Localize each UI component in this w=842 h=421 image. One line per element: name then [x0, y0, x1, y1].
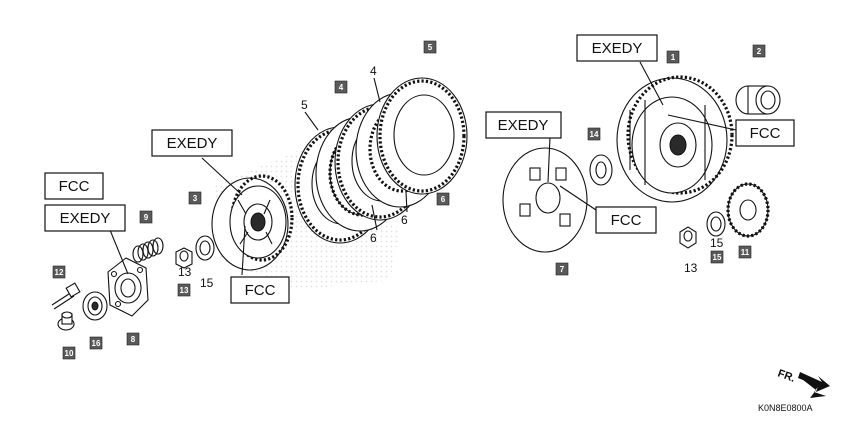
ref-square-13: 13 [177, 283, 191, 297]
svg-text:13: 13 [180, 286, 189, 295]
ref-square-7: 7 [555, 262, 569, 276]
ref-number-6b: 6 [401, 213, 408, 227]
svg-text:16: 16 [92, 339, 101, 348]
svg-text:4: 4 [339, 83, 344, 92]
ref-square-10: 10 [62, 346, 76, 360]
ref-number-15-right: 15 [710, 236, 724, 250]
washer-part-right [706, 211, 726, 237]
ref-square-1: 1 [666, 50, 680, 64]
callout-exedy-top: EXEDY [576, 34, 658, 62]
direction-arrow-icon: FR. [776, 368, 830, 398]
svg-text:FCC: FCC [59, 178, 90, 195]
ref-square-5: 5 [423, 40, 437, 54]
lock-nut-part-right [679, 226, 697, 249]
clutch-center-part [211, 174, 294, 271]
svg-text:5: 5 [428, 43, 433, 52]
ref-number-15-left: 15 [200, 276, 214, 290]
washer-part [195, 235, 215, 261]
callout-fcc-left-top: FCC [44, 172, 104, 200]
bearing-part [82, 291, 108, 321]
ref-square-12: 12 [52, 265, 66, 279]
lifter-plate-part [107, 257, 149, 317]
svg-text:EXEDY: EXEDY [167, 135, 218, 152]
callout-fcc-right: FCC [735, 119, 795, 147]
svg-text:EXEDY: EXEDY [592, 40, 643, 57]
lock-nut-part [175, 247, 193, 269]
ref-square-9: 9 [139, 210, 153, 224]
ref-number-4: 4 [370, 64, 377, 78]
ref-square-6: 6 [436, 192, 450, 206]
svg-text:8: 8 [131, 335, 136, 344]
svg-text:EXEDY: EXEDY [498, 117, 549, 134]
ref-square-8: 8 [126, 332, 140, 346]
svg-text:9: 9 [144, 213, 149, 222]
bushing-part [735, 85, 781, 115]
ref-number-5: 5 [301, 98, 308, 112]
ref-square-3: 3 [188, 191, 202, 205]
ref-number-6a: 6 [370, 231, 377, 245]
svg-text:EXEDY: EXEDY [60, 210, 111, 227]
friction-disc-5b [376, 77, 468, 195]
leader-lines [109, 61, 737, 276]
ref-square-15: 15 [710, 250, 724, 264]
svg-text:3: 3 [193, 194, 198, 203]
callout-fcc-mid: FCC [595, 206, 657, 234]
svg-text:10: 10 [65, 349, 74, 358]
svg-text:7: 7 [560, 265, 565, 274]
ref-square-11: 11 [738, 245, 752, 259]
spring-part [132, 237, 164, 263]
ref-square-14: 14 [587, 127, 601, 141]
ref-square-4: 4 [334, 80, 348, 94]
svg-text:14: 14 [590, 130, 599, 139]
svg-text:1: 1 [671, 53, 676, 62]
bolt-part [51, 282, 81, 310]
callout-fcc-left-bottom: FCC [230, 276, 290, 304]
ref-number-13-right: 13 [684, 261, 698, 275]
svg-text:12: 12 [55, 268, 64, 277]
svg-text:6: 6 [441, 195, 446, 204]
svg-text:11: 11 [741, 248, 750, 257]
callout-exedy-center-right: EXEDY [485, 111, 562, 139]
thrust-washer-part [589, 154, 613, 186]
svg-text:FCC: FCC [245, 282, 276, 299]
ref-square-16: 16 [89, 336, 103, 350]
svg-text:15: 15 [713, 253, 722, 262]
primary-drive-gear-part [726, 182, 770, 238]
pressure-plate-part [502, 147, 588, 253]
svg-text:2: 2 [757, 47, 762, 56]
svg-text:FR.: FR. [776, 368, 797, 385]
ref-number-13-left: 13 [178, 265, 192, 279]
pin-part [57, 311, 75, 331]
diagram-code: K0N8E0800A [758, 403, 813, 413]
svg-text:FCC: FCC [611, 212, 642, 229]
svg-text:FCC: FCC [750, 125, 781, 142]
clutch-outer-part [616, 75, 734, 203]
callout-exedy-left: EXEDY [44, 204, 126, 232]
ref-square-2: 2 [752, 44, 766, 58]
callout-exedy-center: EXEDY [151, 129, 233, 157]
